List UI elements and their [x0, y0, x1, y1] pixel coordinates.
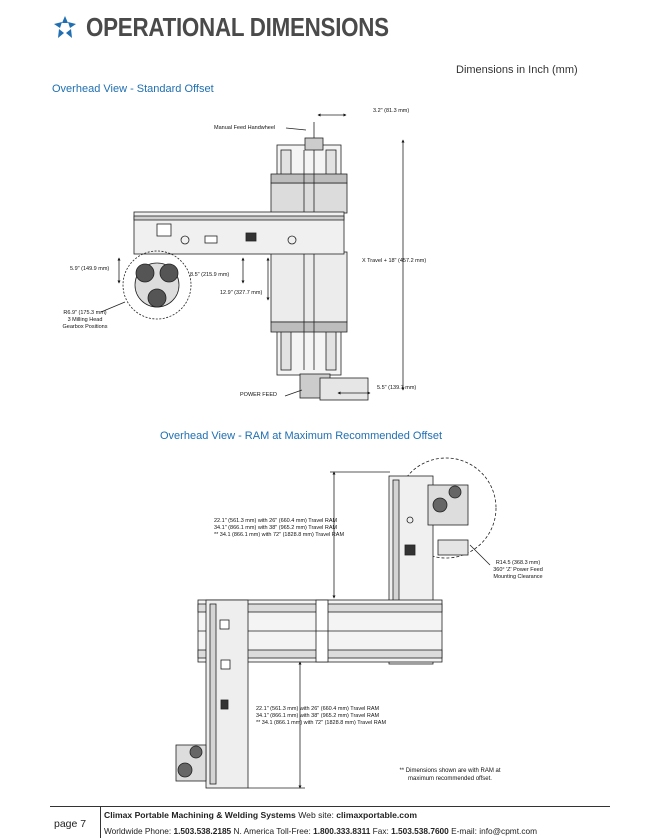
d1-dim-85: 8.5" (215.9 mm) — [190, 272, 230, 278]
d1-radius-line3: Gearbox Positions — [62, 323, 108, 330]
company-name: Climax Portable Machining & Welding Syst… — [104, 810, 296, 820]
d2-footnote: ** Dimensions shown are with RAM at maxi… — [380, 768, 520, 783]
d1-power-feed: POWER FEED — [240, 392, 277, 398]
diagram2-caption: Overhead View - RAM at Maximum Recommend… — [160, 430, 443, 442]
d2-bottom-block: 22.1" (561.3 mm) with 26" (660.4 mm) Tra… — [256, 706, 386, 727]
d1-radius-line2: 3 Milling Head — [67, 316, 103, 323]
phone-number: 1.503.538.2185 — [173, 826, 232, 836]
page-number: page 7 — [54, 818, 87, 830]
d2-bot-line3: ** 34.1 (866.1 mm) with 72" (1828.8 mm) … — [256, 719, 387, 726]
d2-radius-note: R14.5 (368.3 mm) 360° 'Z' Power Feed Mou… — [478, 560, 558, 581]
units-note: Dimensions in Inch (mm) — [456, 64, 578, 76]
d2-top-line1: 22.1" (561.3 mm) with 26" (660.4 mm) Tra… — [214, 518, 338, 524]
d2-bot-line1: 22.1" (561.3 mm) with 26" (660.4 mm) Tra… — [256, 706, 380, 712]
d2-top-block: 22.1" (561.3 mm) with 26" (660.4 mm) Tra… — [214, 518, 344, 539]
footer-line1: Climax Portable Machining & Welding Syst… — [104, 810, 417, 820]
footer-vertical-divider — [100, 806, 101, 838]
d1-left-dim: 5.9" (149.9 mm) — [70, 266, 110, 272]
footer-line2: Worldwide Phone: 1.503.538.2185 N. Ameri… — [104, 826, 537, 836]
d1-radius-line1: R6.9" (175.3 mm) — [63, 310, 107, 316]
d1-dim-129: 12.9" (327.7 mm) — [220, 290, 263, 296]
d1-bottom-dim: 5.5" (139.7 mm) — [377, 385, 417, 391]
climax-star-logo — [54, 15, 76, 38]
diagram1-caption: Overhead View - Standard Offset — [52, 83, 214, 95]
page-title: OPERATIONAL DIMENSIONS — [86, 12, 389, 42]
tollfree-label: N. America Toll-Free: — [233, 826, 311, 836]
d1-radius-note: R6.9" (175.3 mm) 3 Milling Head Gearbox … — [52, 310, 118, 331]
diagram1-drawing — [100, 113, 405, 401]
d2-bot-line2: 34.1" (866.1 mm) with 38" (965.2 mm) Tra… — [256, 712, 380, 719]
d2-top-line3: ** 34.1 (866.1 mm) with 72" (1828.8 mm) … — [214, 531, 345, 538]
d2-top-line2: 34.1" (866.1 mm) with 38" (965.2 mm) Tra… — [214, 524, 338, 531]
diagram2-drawing — [175, 457, 497, 789]
footer-divider — [50, 806, 610, 807]
d2-note-line2: maximum recommended offset. — [408, 775, 492, 782]
d1-handwheel-label: Manual Feed Handwheel — [214, 125, 276, 131]
d2-radius-line2: 360° 'Z' Power Feed — [493, 566, 543, 573]
d2-radius-line3: Mounting Clearance — [493, 573, 543, 580]
fax-label: Fax: — [372, 826, 389, 836]
page-header: OPERATIONAL DIMENSIONS — [52, 12, 438, 43]
d1-top-dim: 3.2" (81.3 mm) — [373, 108, 410, 114]
d2-note-line1: ** Dimensions shown are with RAM at — [399, 768, 501, 774]
email-label: E-mail: — [451, 826, 477, 836]
email-link[interactable]: info@cpmt.com — [479, 826, 538, 836]
website-label: Web site: — [298, 810, 334, 820]
fax-number: 1.503.538.7600 — [391, 826, 449, 836]
website-link[interactable]: climaxportable.com — [336, 810, 417, 820]
tollfree-number: 1.800.333.8311 — [313, 826, 371, 836]
d2-radius-line1: R14.5 (368.3 mm) — [495, 560, 541, 566]
d1-x-travel: X Travel + 18" (457.2 mm) — [362, 258, 427, 264]
phone-label: Worldwide Phone: — [104, 826, 172, 836]
